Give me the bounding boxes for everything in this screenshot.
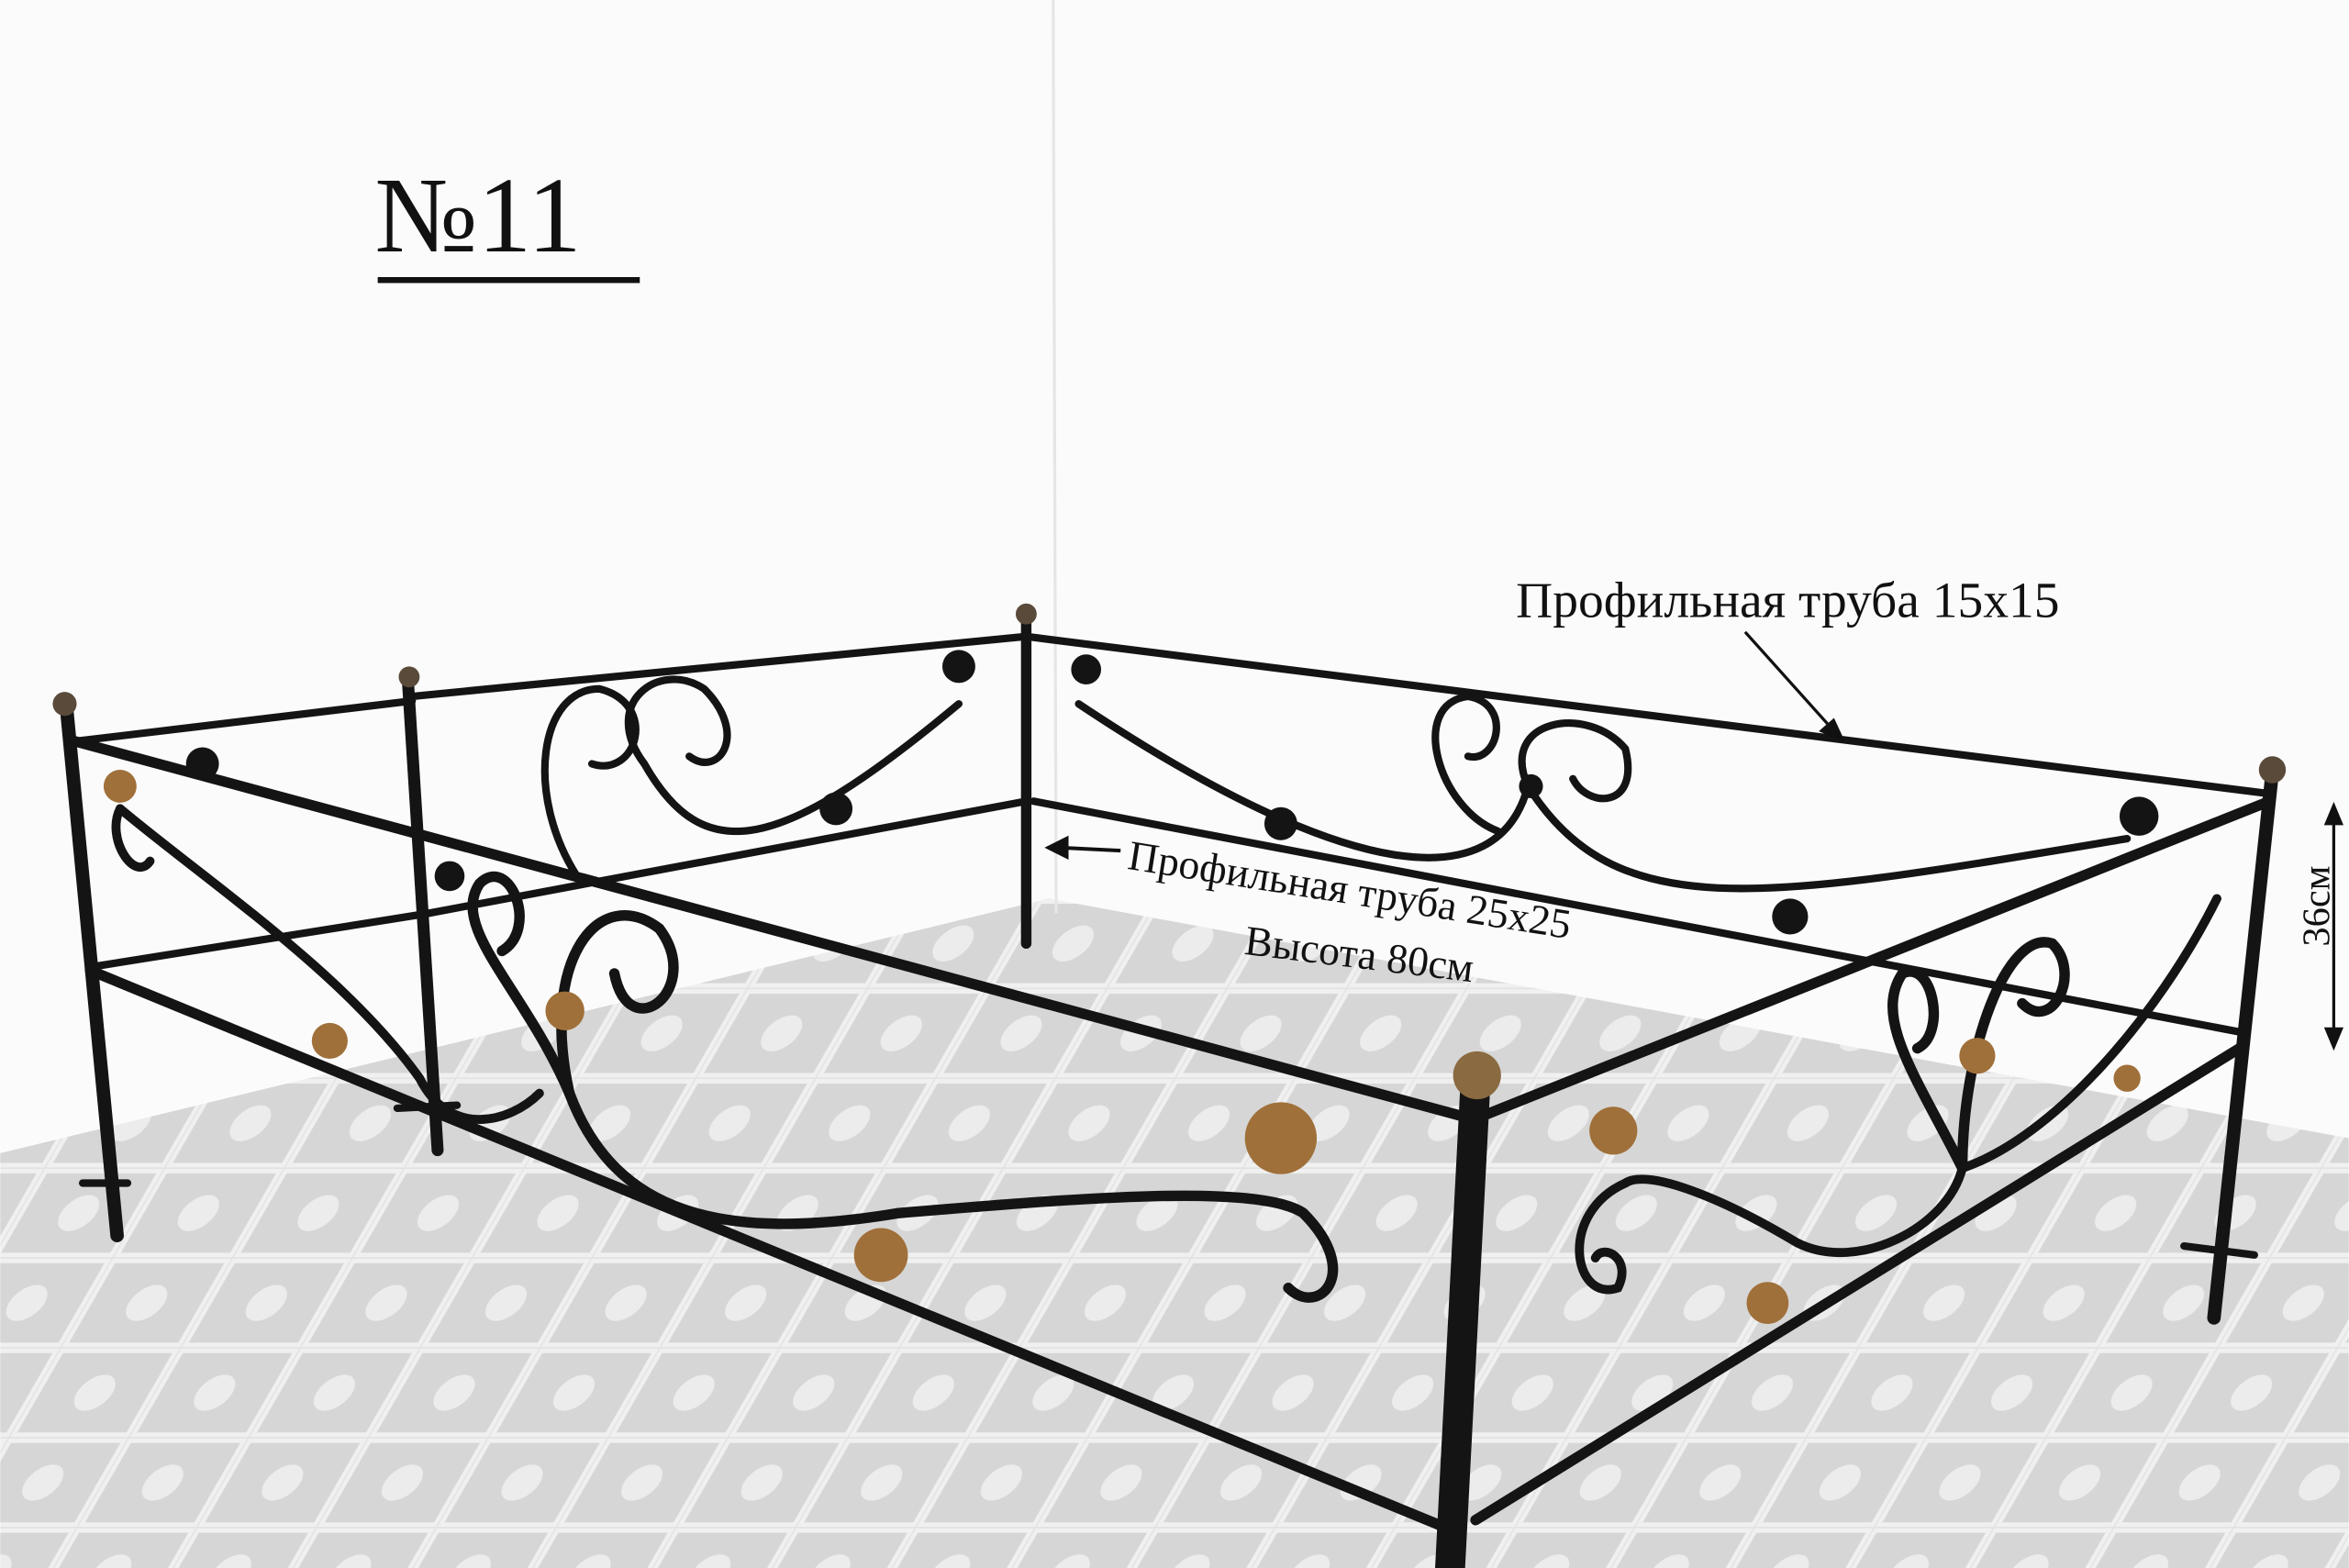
post-arrow xyxy=(1044,835,1121,860)
panel-height-label: 36см xyxy=(2295,865,2338,946)
panel-height-arrow xyxy=(2323,801,2343,1051)
model-number-title: №11 xyxy=(374,156,581,275)
fence xyxy=(59,608,2279,1568)
decorative-leaves xyxy=(103,650,2159,1324)
tiled-floor xyxy=(0,898,2349,1568)
top-rail-arrow xyxy=(1743,630,1846,743)
post-finials xyxy=(52,603,2287,1100)
top-rail-label: Профильная труба 15х15 xyxy=(1516,573,2059,629)
wall-corner xyxy=(1052,0,1058,914)
